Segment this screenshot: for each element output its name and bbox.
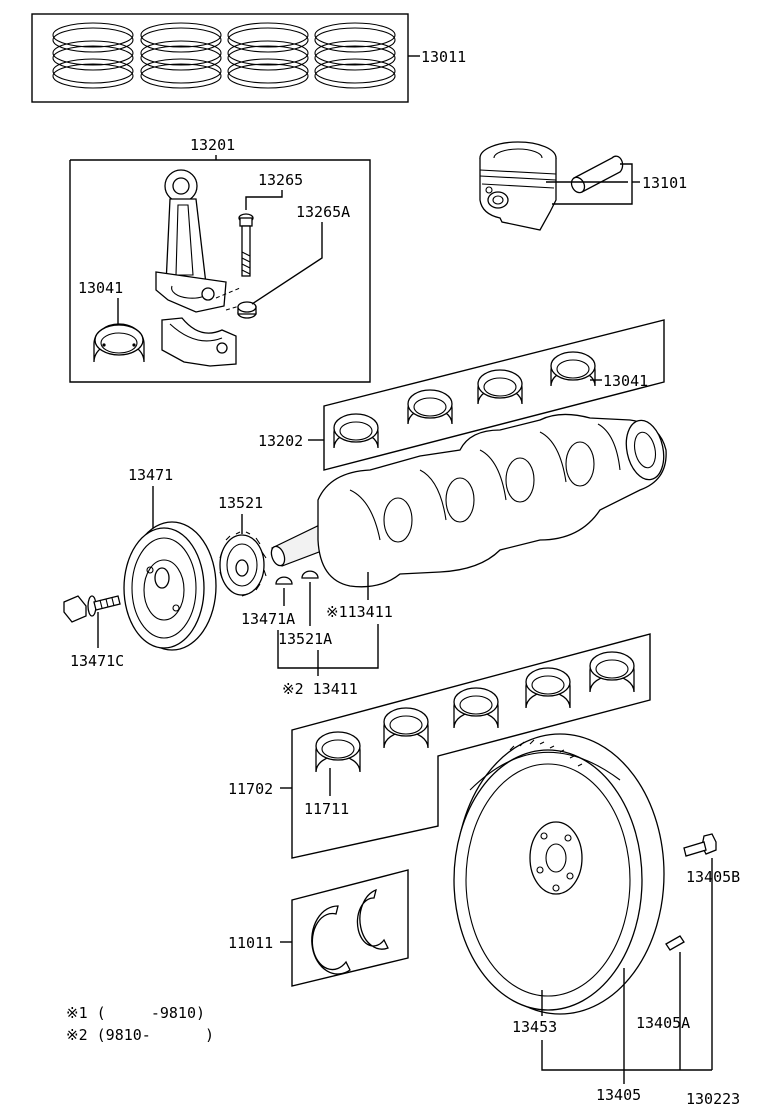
part-label-13265[interactable]: 13265 — [258, 171, 303, 189]
part-label-11702[interactable]: 11702 — [228, 780, 273, 798]
part-label-11711[interactable]: 11711 — [304, 800, 349, 818]
part-label-13011[interactable]: 13011 — [421, 48, 466, 66]
crankshaft-timing-gear-group: 13521 — [218, 494, 267, 597]
part-label-13411-note1[interactable]: ※113411 — [326, 603, 393, 621]
bracket-13405 — [541, 1040, 712, 1071]
part-label-13405[interactable]: 13405 — [596, 1086, 641, 1104]
part-label-13471A[interactable]: 13471A — [241, 610, 295, 628]
crankshaft-pulley-icon — [123, 521, 217, 651]
part-label-13521[interactable]: 13521 — [218, 494, 263, 512]
crankshaft-pulley-group: 13471 — [123, 466, 217, 651]
piston-ring-set-box — [31, 13, 409, 103]
pulley-bolt-group: 13471C — [63, 595, 124, 670]
footnote-1: ※1 ( -9810) — [66, 1004, 205, 1022]
key-group: 13471A 13521A ※113411 ※2 13411 — [241, 570, 393, 698]
part-label-13471[interactable]: 13471 — [128, 466, 173, 484]
piston-ring-set-group: 13011 — [31, 13, 466, 103]
crankshaft-timing-gear-icon — [219, 531, 267, 597]
leader-line-13265 — [245, 190, 283, 210]
flywheel-bolt-icon — [683, 833, 717, 857]
connecting-rod-bearing-icon — [93, 323, 145, 363]
bracket-13411 — [277, 624, 379, 669]
footnote-2: ※2 (9810- ) — [66, 1026, 214, 1044]
flywheel-group: 13405B 13453 13405A 13405 130223 — [453, 733, 740, 1108]
thrust-washer-icons — [311, 888, 389, 975]
part-label-13471C[interactable]: 13471C — [70, 652, 124, 670]
thrust-washer-group: 11011 — [228, 869, 409, 987]
bracket-13101 — [552, 163, 633, 205]
main-bearing-panel — [323, 319, 665, 471]
part-label-13041-rod[interactable]: 13041 — [78, 279, 123, 297]
part-label-13405B[interactable]: 13405B — [686, 868, 740, 886]
part-label-13411-note2[interactable]: ※2 13411 — [282, 680, 358, 698]
piston-pin-icon — [570, 155, 624, 194]
part-label-13202[interactable]: 13202 — [258, 432, 303, 450]
piston-icon — [479, 141, 557, 231]
crankshaft-icon — [270, 413, 667, 588]
thrust-washer-panel — [291, 869, 409, 987]
key-13521A-icon — [301, 570, 319, 579]
piston-ring-set-icon — [52, 22, 396, 89]
part-label-13101[interactable]: 13101 — [642, 174, 687, 192]
part-label-13405A[interactable]: 13405A — [636, 1014, 690, 1032]
part-label-130223[interactable]: 130223 — [686, 1090, 740, 1108]
main-bearing-group: 13041 13202 — [258, 319, 665, 471]
connecting-rod-box — [69, 159, 371, 383]
connecting-rod-icon — [155, 169, 247, 367]
pulley-bolt-icon — [63, 595, 121, 623]
part-label-13265A[interactable]: 13265A — [296, 203, 350, 221]
footnotes: ※1 ( -9810) ※2 (9810- ) — [66, 1004, 214, 1044]
flywheel-icon — [453, 733, 665, 1015]
crankshaft-bearing-group: 11702 11711 — [228, 633, 651, 859]
key-13471A-icon — [275, 576, 293, 585]
main-bearing-icons — [333, 351, 596, 449]
connecting-rod-group: 13201 — [69, 136, 371, 383]
crankshaft-bearing-panel — [291, 633, 651, 859]
part-label-13453[interactable]: 13453 — [512, 1018, 557, 1036]
flywheel-pin-icon — [665, 935, 685, 951]
connecting-rod-nut-icon — [237, 301, 257, 319]
part-label-13521A[interactable]: 13521A — [278, 630, 332, 648]
connecting-rod-bolt-icon — [238, 213, 254, 277]
crankshaft-bearing-icons — [315, 651, 635, 773]
part-label-13041-main[interactable]: 13041 — [603, 372, 648, 390]
part-label-13201[interactable]: 13201 — [190, 136, 235, 154]
part-label-11011[interactable]: 11011 — [228, 934, 273, 952]
leader-line-13265A — [251, 222, 323, 305]
piston-group: 13101 — [479, 141, 687, 231]
